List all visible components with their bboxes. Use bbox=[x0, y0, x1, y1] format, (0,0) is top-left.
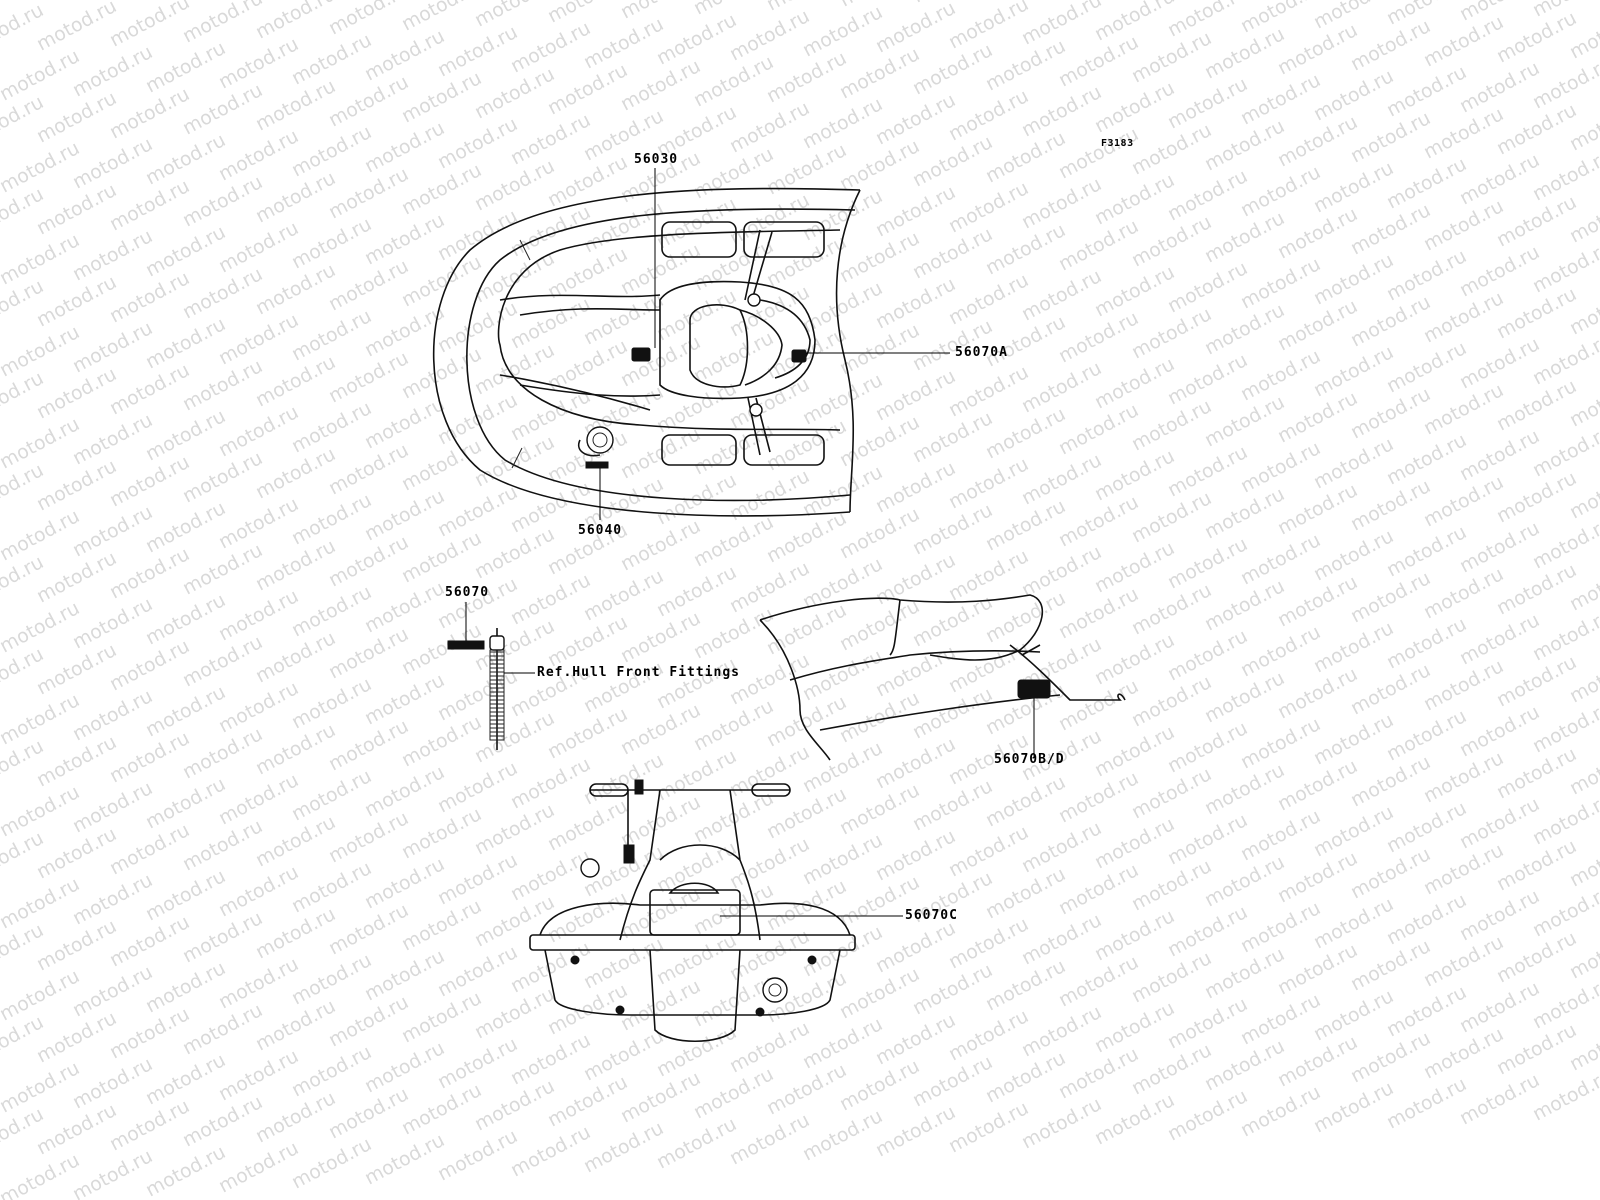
top-view-deck bbox=[432, 187, 861, 517]
figure-code: F3183 bbox=[1101, 138, 1134, 149]
callout-56030: 56030 bbox=[634, 152, 679, 167]
callout-56070a: 56070A bbox=[955, 345, 1008, 360]
leader-lines bbox=[465, 168, 1035, 917]
callout-56070c: 56070C bbox=[905, 908, 958, 923]
callout-56070: 56070 bbox=[445, 585, 490, 600]
side-view-seat bbox=[759, 594, 1126, 761]
callout-56040: 56040 bbox=[578, 523, 623, 538]
callout-56070b-d: 56070B/D bbox=[994, 752, 1065, 767]
callout-ref-hull-front-fittings: Ref.Hull Front Fittings bbox=[537, 665, 741, 680]
rear-view-watercraft bbox=[529, 779, 856, 1043]
spring-cable-part bbox=[447, 628, 505, 750]
